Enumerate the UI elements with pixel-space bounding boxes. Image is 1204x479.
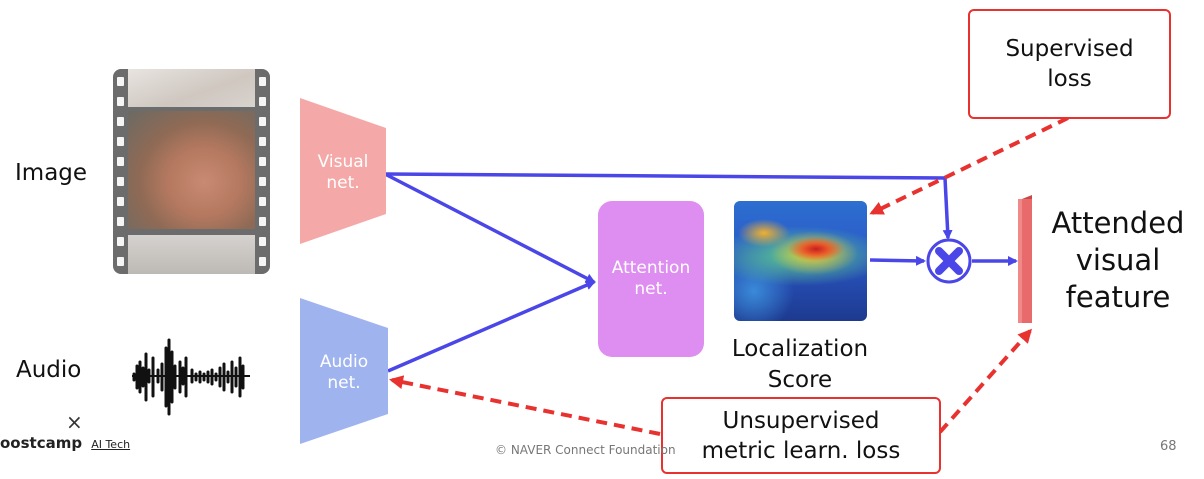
attended-feature-bar xyxy=(1018,195,1032,323)
multiply-icon xyxy=(926,238,972,284)
logo-text: oostcamp xyxy=(0,434,83,452)
arrow-audio-to-attention xyxy=(387,280,596,373)
arrow-score-to-multiply xyxy=(869,255,926,266)
visual-net-shape xyxy=(300,98,386,244)
audio-net-shape xyxy=(300,298,388,444)
logo-mark: × xyxy=(66,410,83,434)
film-frame-bottom xyxy=(128,235,255,274)
arrow-unsupervised-to-audio xyxy=(389,375,661,436)
arrow-supervised-to-score xyxy=(869,116,1069,215)
film-frame-top xyxy=(128,69,255,107)
audio-waveform xyxy=(122,318,262,426)
footer-copyright: © NAVER Connect Foundation xyxy=(495,443,676,457)
film-frame-main xyxy=(128,111,255,229)
logo-subtext: AI Tech xyxy=(91,438,131,451)
localization-heatmap xyxy=(734,201,867,321)
arrow-visual-to-attention xyxy=(384,172,596,284)
image-label: Image xyxy=(15,160,88,186)
image-filmstrip xyxy=(113,69,270,274)
page-number: 68 xyxy=(1160,439,1177,454)
logo: oostcamp AI Tech xyxy=(0,433,130,452)
audio-label: Audio xyxy=(16,357,82,383)
arrow-unsupervised-to-feature xyxy=(938,328,1032,434)
